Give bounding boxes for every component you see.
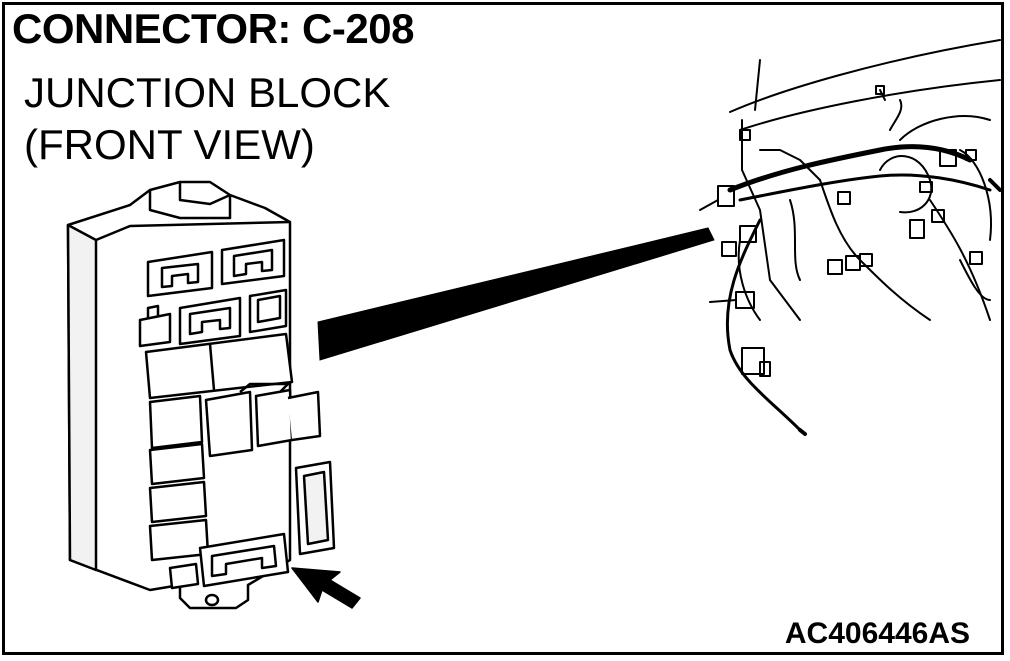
figure-code: AC406446AS: [784, 617, 970, 650]
wedge-leader-icon: [317, 227, 715, 361]
vehicle-harness-illustration: [699, 39, 1002, 436]
arrow-pointer-icon: [291, 567, 361, 609]
junction-block-label: JUNCTION BLOCK: [24, 69, 391, 116]
connector-title: CONNECTOR: C-208: [12, 5, 414, 52]
junction-block-illustration: [66, 180, 336, 610]
front-view-label: (FRONT VIEW): [24, 121, 315, 168]
